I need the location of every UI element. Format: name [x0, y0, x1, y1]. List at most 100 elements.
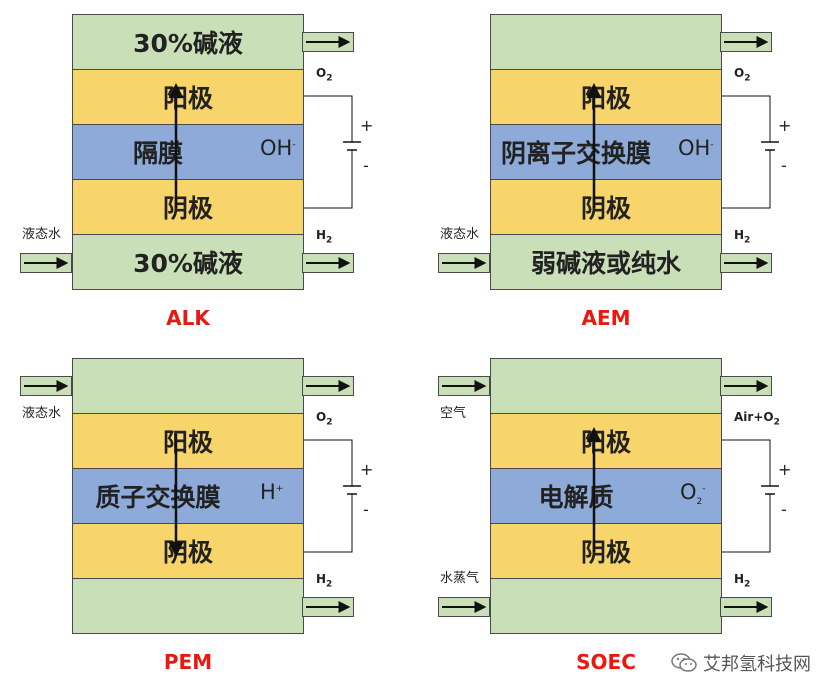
bottom-electrolyte-chamber-label: 30%碱液 [133, 249, 243, 278]
gas-label-bottom-symbol: H [734, 572, 745, 586]
inlet-bottom-label: 水蒸气 [440, 571, 480, 586]
inlet-top-label: 空气 [440, 406, 467, 421]
gas-label-bottom-symbol: H [316, 572, 327, 586]
technology-caption: ALK [166, 306, 210, 330]
gas-label-top-subscript: 2 [326, 73, 333, 84]
gas-label-bottom-subscript: 2 [744, 235, 751, 246]
inlet-bottom-label: 液态水 [22, 227, 62, 242]
gas-label-bottom: H2 [734, 228, 750, 245]
ion-symbol: OH [678, 136, 711, 160]
circuit-and-arrows [442, 380, 779, 613]
cathode-layer: 阴极 [490, 179, 722, 235]
membrane-layer-label: 阴离子交换膜 [500, 139, 651, 168]
ion-symbol: H [260, 480, 276, 504]
negative-terminal-sign: - [781, 156, 787, 175]
top-electrolyte-chamber [490, 358, 722, 414]
circuit-and-arrows [442, 36, 779, 269]
cathode-layer-label: 阴极 [162, 194, 213, 223]
gas-label-top: O2 [316, 66, 332, 83]
membrane-layer-label: 质子交换膜 [95, 483, 221, 512]
ion-subscript: 2 [696, 497, 703, 508]
top-electrolyte-chamber-label: 30%碱液 [133, 29, 243, 58]
gas-label-top: O2 [734, 66, 750, 83]
top-electrolyte-chamber [72, 358, 304, 414]
membrane-layer: 电解质 [490, 468, 722, 524]
circuit-and-arrows [24, 380, 361, 613]
bottom-electrolyte-chamber: 30%碱液 [72, 234, 304, 290]
gas-label-top-subscript: 2 [773, 417, 780, 428]
inlet-bottom-label: 液态水 [440, 227, 480, 242]
ion-charge: - [702, 484, 706, 494]
negative-terminal-sign: - [363, 500, 369, 519]
ion-label: H+ [260, 480, 283, 504]
membrane-layer: 阴离子交换膜 [490, 124, 722, 180]
gas-label-top: O2 [316, 410, 332, 427]
circuit-wire-top [722, 439, 771, 486]
gas-label-top-symbol: O [316, 66, 327, 80]
cathode-layer-label: 阴极 [580, 538, 631, 567]
gas-label-top-symbol: O [763, 410, 774, 424]
ion-label: OH- [678, 136, 714, 160]
gas-label-top-symbol: O [734, 66, 745, 80]
gas-label-top-prefix: Air+ [734, 410, 764, 424]
circuit-wire-top [722, 95, 771, 142]
ion-symbol: O [680, 480, 697, 504]
ion-label: OH- [260, 136, 296, 160]
gas-label-top-symbol: O [316, 410, 327, 424]
bottom-electrolyte-chamber [72, 578, 304, 634]
top-electrolyte-chamber [490, 14, 722, 70]
ion-label: O2 - [680, 480, 706, 507]
gas-label-top: Air+O2 [734, 410, 780, 427]
circuit-and-arrows [24, 36, 361, 269]
gas-label-bottom-subscript: 2 [326, 579, 333, 590]
positive-terminal-sign: + [778, 116, 792, 135]
anode-layer: 阳极 [490, 413, 722, 469]
gas-label-bottom: H2 [734, 572, 750, 589]
circuit-wire-bottom [304, 150, 353, 209]
gas-label-bottom: H2 [316, 228, 332, 245]
technology-caption: SOEC [576, 650, 636, 674]
gas-label-bottom-symbol: H [316, 228, 327, 242]
gas-label-top-subscript: 2 [326, 417, 333, 428]
anode-layer: 阳极 [490, 69, 722, 125]
membrane-layer-label: 隔膜 [132, 139, 183, 168]
gas-label-top-subscript: 2 [744, 73, 751, 84]
circuit-wire-top [304, 439, 353, 486]
technology-caption: PEM [163, 650, 213, 674]
ion-symbol: OH [260, 136, 293, 160]
positive-terminal-sign: + [360, 116, 374, 135]
anode-layer: 阳极 [72, 413, 304, 469]
bottom-electrolyte-chamber [490, 578, 722, 634]
inlet-top-label: 液态水 [22, 406, 62, 421]
circuit-wire-bottom [722, 150, 771, 209]
anode-layer-label: 阳极 [162, 428, 213, 457]
cathode-layer: 阴极 [72, 179, 304, 235]
gas-label-bottom-subscript: 2 [744, 579, 751, 590]
ion-charge: - [292, 140, 296, 150]
top-electrolyte-chamber: 30%碱液 [72, 14, 304, 70]
membrane-layer: 隔膜 [72, 124, 304, 180]
wechat-icon [671, 653, 697, 673]
watermark-text: 艾邦氢科技网 [703, 654, 811, 675]
bottom-electrolyte-chamber-label: 弱碱液或纯水 [530, 249, 681, 278]
ion-charge: - [710, 140, 714, 150]
watermark: 艾邦氢科技网 [671, 650, 811, 676]
cathode-layer: 阴极 [490, 523, 722, 579]
circuit-wire-bottom [304, 494, 353, 553]
positive-terminal-sign: + [778, 460, 792, 479]
technology-caption: AEM [581, 306, 631, 330]
cathode-layer: 阴极 [72, 523, 304, 579]
negative-terminal-sign: - [781, 500, 787, 519]
cathode-layer-label: 阴极 [580, 194, 631, 223]
circuit-wire-bottom [722, 494, 771, 553]
negative-terminal-sign: - [363, 156, 369, 175]
gas-label-bottom: H2 [316, 572, 332, 589]
circuit-wire-top [304, 95, 353, 142]
ion-charge: + [275, 484, 284, 494]
gas-label-bottom-symbol: H [734, 228, 745, 242]
positive-terminal-sign: + [360, 460, 374, 479]
